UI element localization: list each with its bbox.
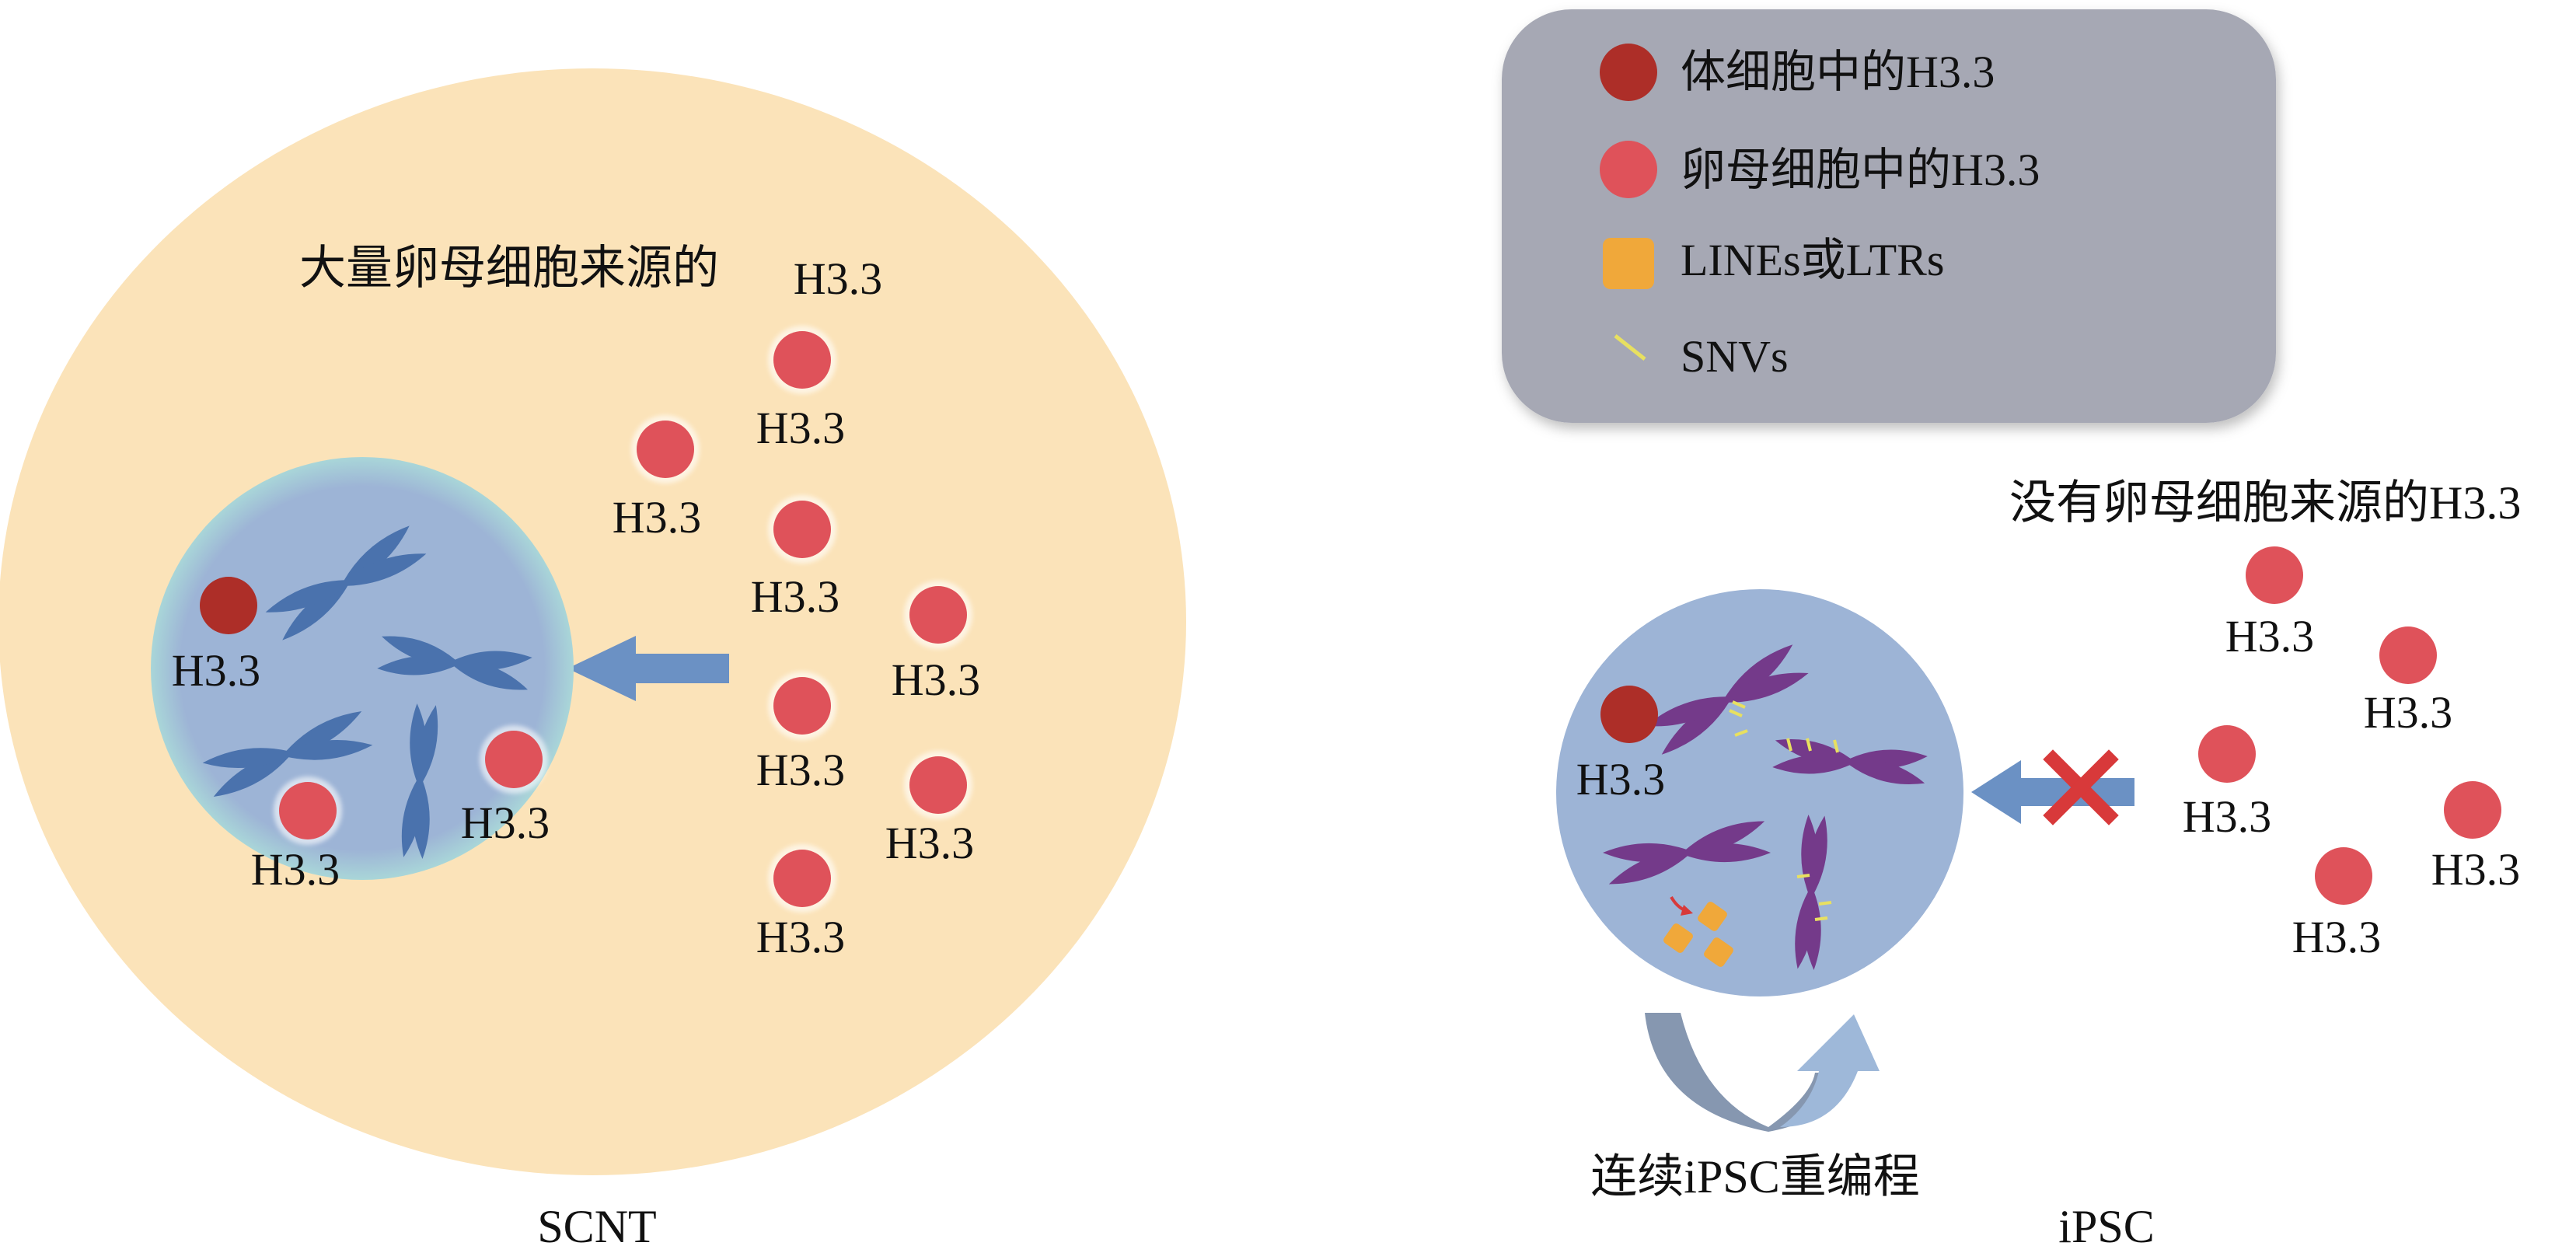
cycle-label: 连续iPSC重编程 bbox=[1590, 1151, 1919, 1202]
svg-text:H3.3: H3.3 bbox=[2183, 791, 2271, 842]
chromosome bbox=[1772, 739, 1928, 784]
chromosome bbox=[377, 636, 532, 690]
legend-box: 体细胞中的H3.3 卵母细胞中的H3.3 LINEs或LTRs SNVs bbox=[1502, 9, 2276, 423]
scnt-oocyte-h33-cluster: H3.3 H3.3 H3.3 H3.3 H3.3 bbox=[613, 326, 980, 962]
svg-text:H3.3: H3.3 bbox=[2431, 844, 2520, 895]
somatic-h33: H3.3 bbox=[1576, 686, 1665, 804]
scnt-chromosomes bbox=[202, 525, 532, 859]
oocyte-h33: H3.3 bbox=[756, 326, 845, 453]
oocyte-h33: H3.3 bbox=[756, 672, 845, 795]
chromosome bbox=[401, 703, 438, 859]
svg-text:H3.3: H3.3 bbox=[613, 492, 701, 543]
svg-text:H3.3: H3.3 bbox=[892, 654, 980, 705]
oocyte-h33: H3.3 bbox=[2225, 541, 2314, 661]
oocyte-h33: H3.3 bbox=[892, 581, 980, 705]
ipsc-top-label: 没有卵母细胞来源的H3.3 bbox=[2009, 477, 2521, 529]
svg-text:H3.3: H3.3 bbox=[1576, 754, 1665, 804]
svg-text:H3.3: H3.3 bbox=[2292, 912, 2381, 962]
ipsc-nucleus bbox=[1556, 589, 1963, 996]
oocyte-h33: H3.3 bbox=[2431, 776, 2520, 895]
legend-label-lines: LINEs或LTRs bbox=[1681, 235, 1944, 285]
chromosome bbox=[265, 525, 427, 640]
svg-text:H3.3: H3.3 bbox=[756, 745, 845, 795]
svg-text:H3.3: H3.3 bbox=[756, 912, 845, 962]
somatic-h33-legend-icon bbox=[1600, 44, 1657, 101]
import-arrow bbox=[567, 636, 729, 701]
legend-label-oocyte: 卵母细胞中的H3.3 bbox=[1681, 145, 2040, 195]
lines-ltrs-insertion bbox=[1663, 895, 1733, 967]
oocyte-h33: H3.3 bbox=[751, 495, 839, 622]
ipsc-oocyte-h33-cluster: H3.3 H3.3 H3.3 H3.3 H3.3 bbox=[2183, 541, 2520, 962]
legend-label-somatic: 体细胞中的H3.3 bbox=[1681, 47, 1995, 97]
oocyte-cytoplasm bbox=[0, 68, 1186, 1175]
oocyte-h33: H3.3 bbox=[885, 751, 974, 868]
oocyte-h33-in-nucleus: H3.3 bbox=[461, 725, 550, 848]
oocyte-h33-legend-icon bbox=[1600, 141, 1657, 198]
svg-text:H3.3: H3.3 bbox=[251, 844, 340, 895]
scnt-top-h33-label: H3.3 bbox=[794, 253, 882, 304]
chromosome bbox=[202, 711, 373, 797]
oocyte-h33: H3.3 bbox=[2364, 621, 2452, 738]
reprogramming-cycle-arrow bbox=[1645, 1013, 1880, 1132]
scnt-panel: 大量卵母细胞来源的 H3.3 H3.3 H3.3 H3.3 H3 bbox=[0, 68, 1186, 1246]
ipsc-caption: iPSC bbox=[2058, 1201, 2154, 1246]
svg-text:H3.3: H3.3 bbox=[2225, 611, 2314, 661]
lines-ltrs-legend-icon bbox=[1603, 238, 1654, 289]
oocyte-h33: H3.3 bbox=[2183, 720, 2271, 842]
svg-text:H3.3: H3.3 bbox=[2364, 687, 2452, 738]
snv-legend-icon bbox=[1614, 334, 1646, 361]
svg-text:H3.3: H3.3 bbox=[461, 798, 550, 848]
oocyte-h33: H3.3 bbox=[613, 415, 701, 543]
block-x-icon bbox=[2043, 749, 2119, 825]
snv-marks bbox=[1729, 700, 1839, 921]
svg-text:H3.3: H3.3 bbox=[885, 818, 974, 868]
svg-text:H3.3: H3.3 bbox=[172, 645, 260, 696]
chromosome bbox=[1795, 815, 1827, 970]
chromosome bbox=[1603, 821, 1771, 885]
scnt-top-label: 大量卵母细胞来源的 bbox=[299, 243, 719, 294]
scnt-caption: SCNT bbox=[537, 1201, 656, 1246]
ipsc-chromosomes bbox=[1603, 644, 1928, 970]
oocyte-h33: H3.3 bbox=[756, 844, 845, 962]
oocyte-h33-in-nucleus: H3.3 bbox=[251, 777, 342, 895]
legend-background bbox=[1502, 9, 2276, 423]
ipsc-panel: 没有卵母细胞来源的H3.3 H3.3 H3.3 H3.3 H3.3 bbox=[1556, 477, 2521, 1246]
somatic-h33: H3.3 bbox=[172, 577, 260, 696]
legend-label-snvs: SNVs bbox=[1681, 331, 1789, 382]
svg-text:H3.3: H3.3 bbox=[751, 571, 839, 622]
chromosome bbox=[1646, 644, 1809, 755]
svg-text:H3.3: H3.3 bbox=[756, 403, 845, 453]
oocyte-h33: H3.3 bbox=[2292, 842, 2381, 962]
